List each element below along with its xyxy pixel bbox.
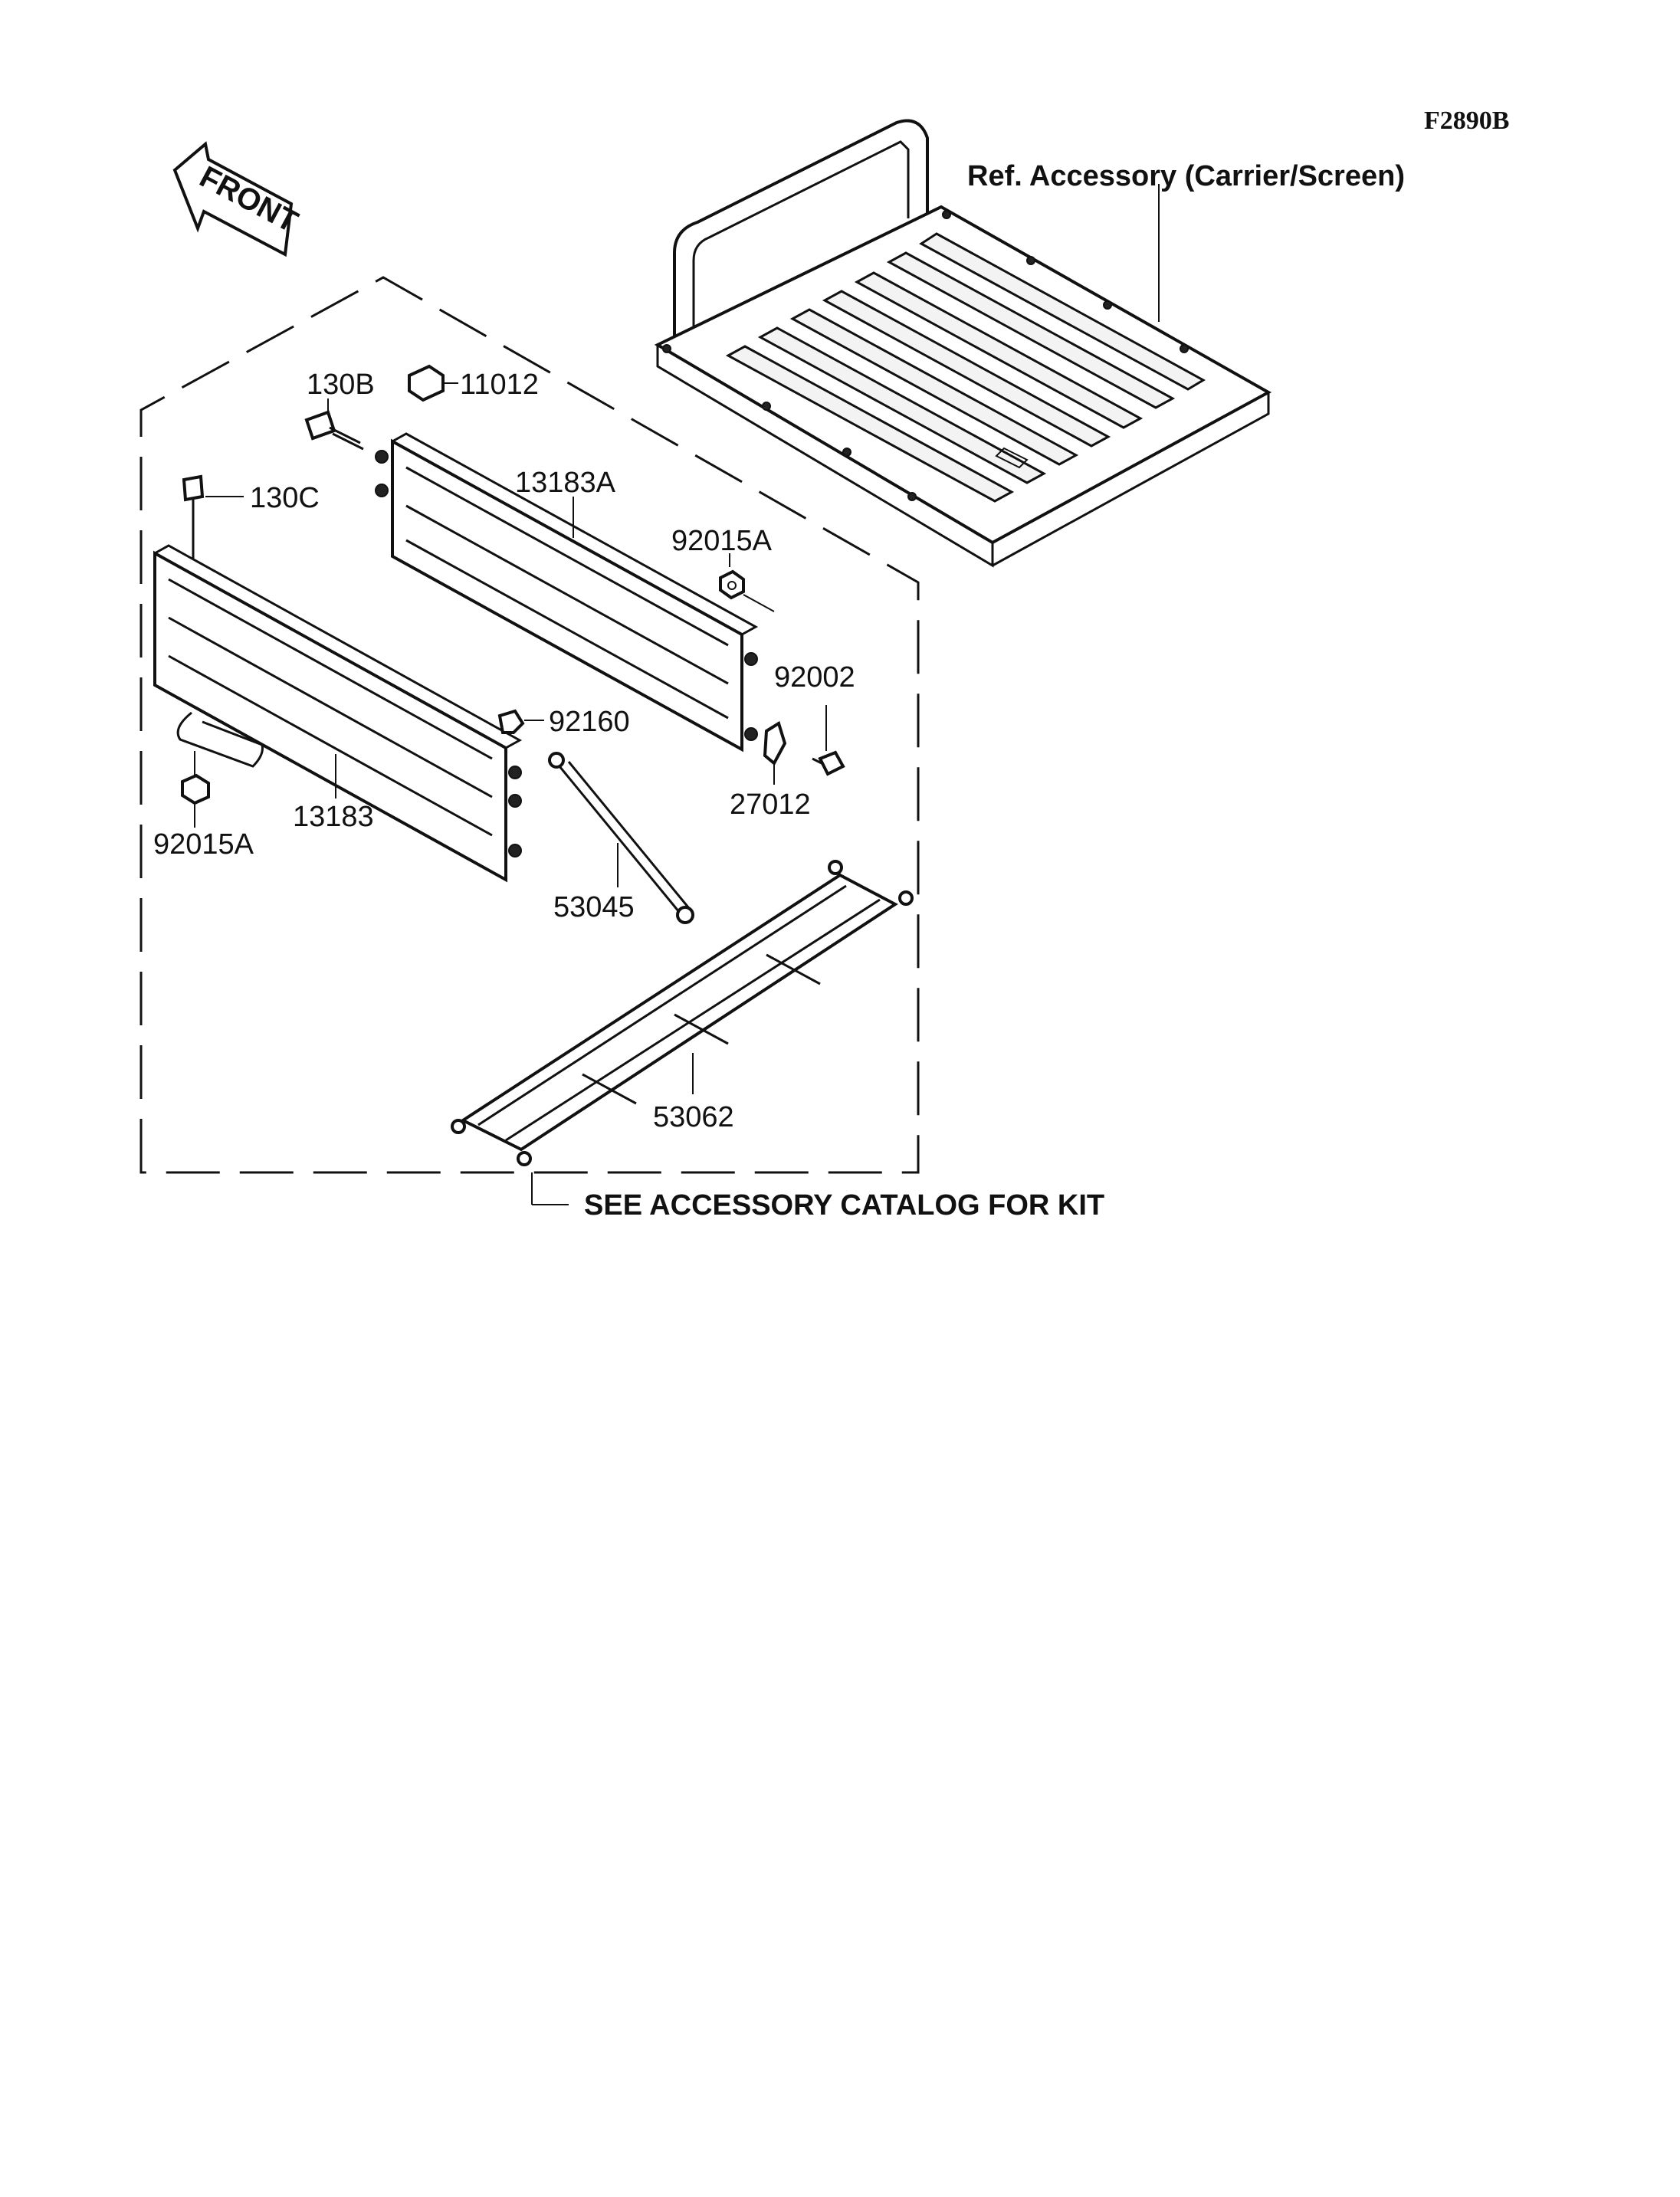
part-92015a-bottom-label: 92015A — [153, 828, 254, 861]
part-53062-label: 53062 — [653, 1101, 734, 1133]
part-11012-label: 11012 — [460, 369, 539, 401]
front-arrow-icon: FRONT — [172, 141, 304, 257]
bolt-130b-icon — [304, 410, 364, 451]
part-53045-label: 53045 — [553, 891, 635, 923]
strap-53045-icon — [548, 752, 694, 924]
rear-panel-13183a — [375, 432, 759, 753]
front-panel-13183 — [153, 544, 523, 883]
bolt-130c-icon — [182, 474, 205, 559]
part-27012-label: 27012 — [730, 789, 811, 821]
part-92160-label: 92160 — [549, 706, 630, 738]
clip-11012-icon — [408, 364, 445, 402]
nut-92015a-bottom-icon — [181, 751, 210, 805]
rack-53062-icon — [451, 860, 914, 1166]
plug-92160-icon — [497, 709, 525, 734]
part-13183a-label: 13183A — [515, 467, 616, 499]
part-130c-label: 130C — [250, 482, 320, 514]
footer-note: SEE ACCESSORY CATALOG FOR KIT — [584, 1189, 1104, 1221]
kit-boundary — [139, 276, 920, 1174]
bracket-27012-icon — [763, 720, 787, 766]
part-130b-label: 130B — [307, 369, 375, 401]
part-92015a-top-label: 92015A — [671, 525, 773, 557]
nut-92015a-top-icon — [719, 569, 745, 600]
part-13183-label: 13183 — [293, 801, 374, 833]
carrier-screen-illustration — [654, 119, 1272, 568]
bolt-92002-icon — [812, 750, 845, 776]
ref-accessory-label: Ref. Accessory (Carrier/Screen) — [967, 160, 1405, 192]
part-92002-label: 92002 — [774, 661, 855, 694]
figure-code: F2890B — [1424, 107, 1509, 135]
